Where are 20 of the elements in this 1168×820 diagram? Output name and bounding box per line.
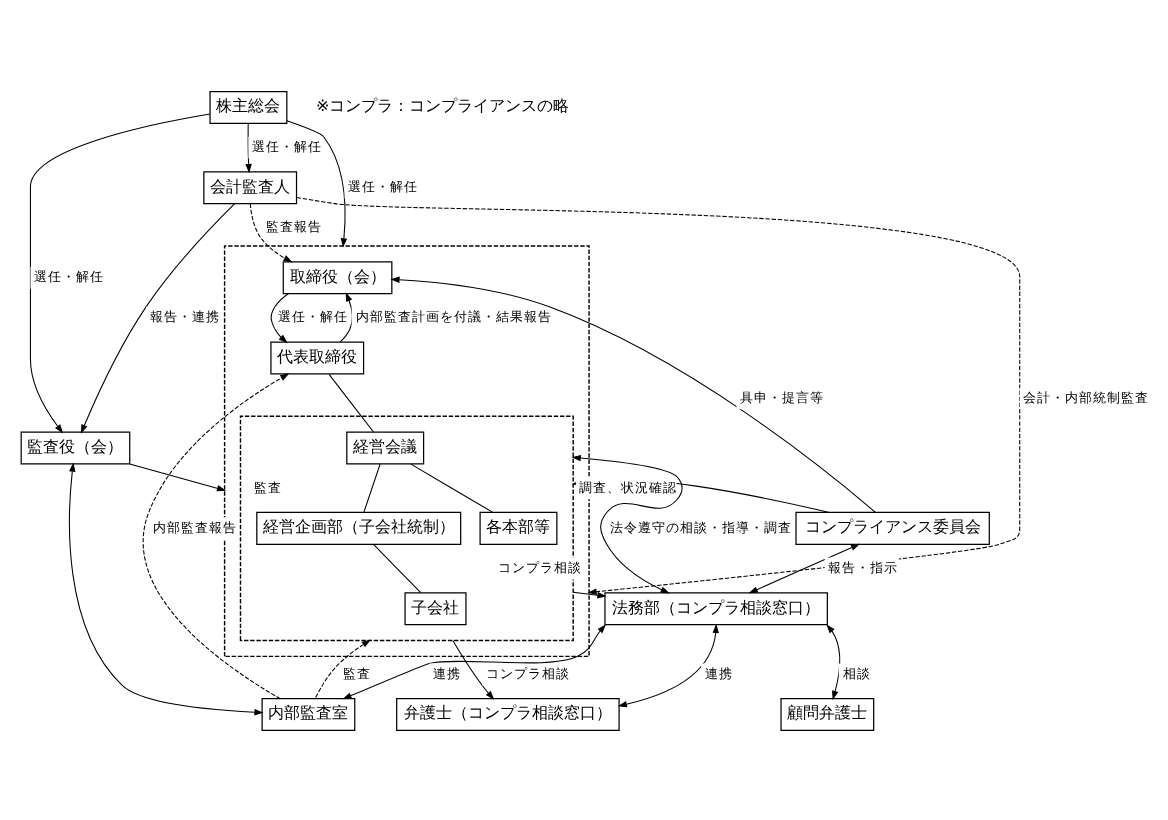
connector	[410, 462, 494, 512]
arrow	[314, 638, 371, 699]
arrow	[748, 542, 861, 593]
arrow	[129, 462, 227, 491]
arrow	[572, 590, 607, 598]
arrow	[80, 202, 236, 433]
arrow	[339, 291, 353, 342]
arrow	[143, 372, 290, 699]
arrow	[286, 119, 348, 247]
arrow	[270, 292, 289, 343]
arrow	[452, 638, 495, 699]
arrow	[826, 623, 841, 699]
arrow	[296, 195, 1021, 594]
arrow	[249, 202, 293, 262]
connector	[328, 372, 375, 432]
connector	[373, 542, 422, 593]
arrow	[68, 461, 264, 715]
connector	[363, 462, 381, 512]
arrow	[342, 623, 607, 699]
arrow	[617, 622, 719, 707]
